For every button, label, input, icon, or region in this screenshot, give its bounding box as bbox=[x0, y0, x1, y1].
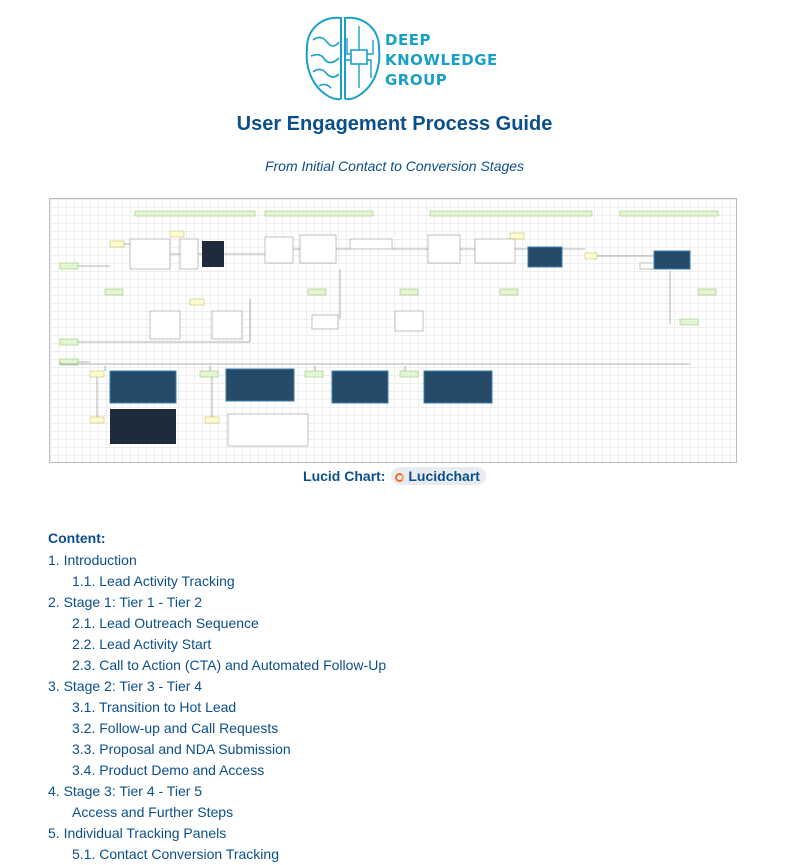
toc-item[interactable]: 2.1. Lead Outreach Sequence bbox=[72, 615, 259, 631]
lucidchart-link-text: Lucidchart bbox=[408, 468, 480, 484]
toc-item[interactable]: 3. Stage 2: Tier 3 - Tier 4 bbox=[48, 678, 203, 694]
lucidchart-label: Lucid Chart: bbox=[303, 468, 386, 484]
brain-logo-icon bbox=[305, 16, 381, 101]
toc-item[interactable]: 4. Stage 3: Tier 4 - Tier 5 bbox=[48, 783, 203, 799]
toc-item[interactable]: 3.4. Product Demo and Access bbox=[72, 762, 265, 778]
toc-heading: Content: bbox=[48, 530, 106, 546]
toc-item[interactable]: 5.1. Contact Conversion Tracking bbox=[72, 846, 279, 862]
page-subtitle: From Initial Contact to Conversion Stage… bbox=[264, 158, 525, 174]
toc-item[interactable]: 2.3. Call to Action (CTA) and Automated … bbox=[72, 657, 387, 673]
toc-item[interactable]: 3.1. Transition to Hot Lead bbox=[72, 699, 237, 715]
diagram-canvas bbox=[59, 210, 719, 447]
toc-item[interactable]: 2. Stage 1: Tier 1 - Tier 2 bbox=[48, 594, 203, 610]
table-of-contents: Content: 1. Introduction 1.1. Lead Activi… bbox=[48, 528, 386, 865]
process-flow-diagram[interactable] bbox=[49, 198, 737, 463]
toc-item[interactable]: 3.2. Follow-up and Call Requests bbox=[72, 720, 279, 736]
page-title: User Engagement Process Guide bbox=[236, 113, 553, 135]
toc-item[interactable]: Access and Further Steps bbox=[72, 804, 234, 820]
lucidchart-link[interactable]: Lucidchart bbox=[391, 467, 486, 485]
lucidchart-logo-icon bbox=[395, 473, 405, 482]
toc-item[interactable]: 1.1. Lead Activity Tracking bbox=[72, 573, 235, 589]
toc-item[interactable]: 2.2. Lead Activity Start bbox=[72, 636, 212, 652]
toc-item[interactable]: 5. Individual Tracking Panels bbox=[48, 825, 227, 841]
lucidchart-line: Lucid Chart: Lucidchart bbox=[0, 467, 789, 485]
toc-item[interactable]: 3.3. Proposal and NDA Submission bbox=[72, 741, 291, 757]
toc-item[interactable]: 1. Introduction bbox=[48, 552, 137, 568]
